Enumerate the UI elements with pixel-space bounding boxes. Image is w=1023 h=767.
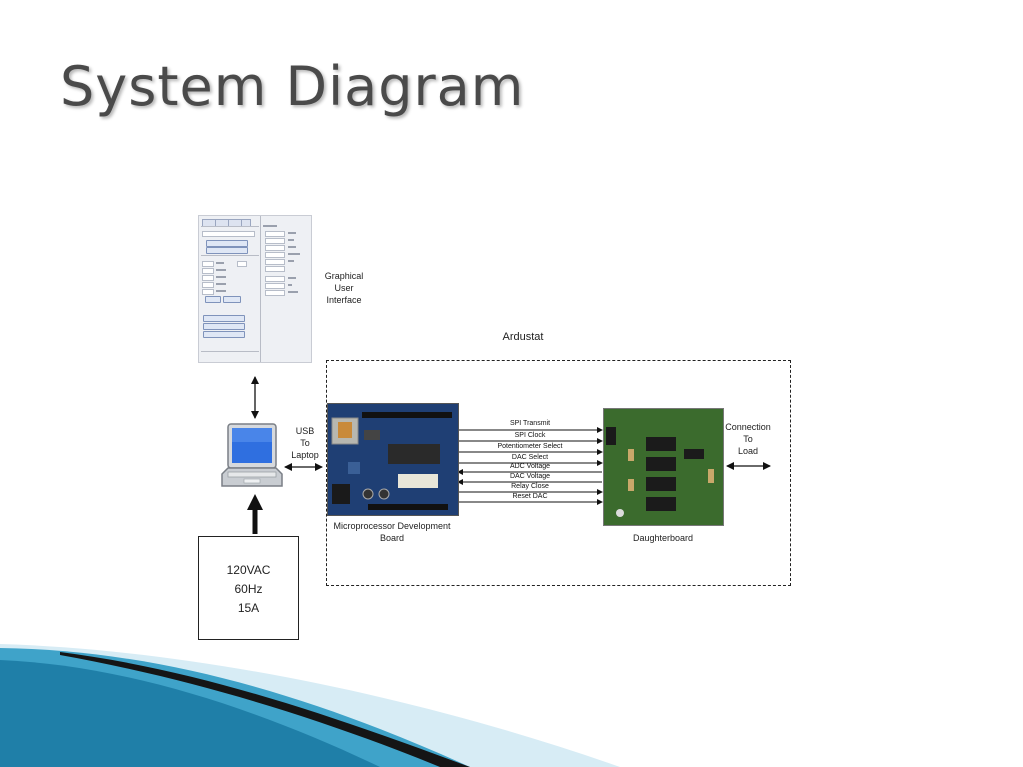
daughterboard-image <box>603 408 724 526</box>
power-voltage: 120VAC <box>226 563 271 577</box>
daughterboard-label: Daughterboard <box>632 533 694 543</box>
connection-label-line2: To <box>743 434 753 444</box>
power-supply-box: 120VAC 60Hz 15A <box>198 536 299 640</box>
gui-label-line1: Graphical <box>324 271 364 281</box>
signal-label-relay-close: Relay Close <box>511 483 549 490</box>
power-arrowhead <box>247 494 263 510</box>
gui-label-line3: Interface <box>326 295 362 305</box>
swoosh-dark <box>60 652 470 767</box>
arduino-board-image <box>327 403 459 516</box>
slide-title: System Diagram <box>60 55 525 118</box>
microprocessor-label-line2: Board <box>379 533 405 543</box>
swoosh-deep <box>0 660 380 767</box>
usb-label: USB To Laptop <box>288 425 322 461</box>
signal-label-spi-clock: SPI Clock <box>514 432 546 439</box>
signal-label-spi-transmit: SPI Transmit <box>509 420 551 427</box>
signal-label-potentiometer-select: Potentiometer Select <box>497 443 563 450</box>
gui-label-line2: User <box>334 283 354 293</box>
signal-label-reset-dac: Reset DAC <box>512 493 548 500</box>
signal-label-adc-voltage: ADC Voltage <box>509 463 551 470</box>
connection-label-line3: Load <box>737 446 759 456</box>
power-spec: 120VAC 60Hz 15A <box>199 561 298 618</box>
power-frequency: 60Hz <box>234 582 263 596</box>
laptop-icon <box>221 423 283 487</box>
usb-label-line1: USB <box>295 426 315 436</box>
usb-label-line2: To <box>300 438 310 448</box>
ardustat-boundary <box>326 360 791 586</box>
signal-label-dac-select: DAC Select <box>511 454 549 461</box>
usb-label-line3: Laptop <box>291 450 319 460</box>
microprocessor-label: Microprocessor Development Board <box>322 520 462 544</box>
microprocessor-label-line1: Microprocessor Development <box>333 521 451 531</box>
signal-label-dac-voltage: DAC Voltage <box>509 473 551 480</box>
ardustat-label: Ardustat <box>502 331 544 343</box>
gui-screenshot <box>198 215 312 363</box>
connection-label-line1: Connection <box>725 422 771 432</box>
power-current: 15A <box>237 601 260 615</box>
gui-label: Graphical User Interface <box>316 270 372 306</box>
connection-label: Connection To Load <box>722 421 774 457</box>
signal-lines <box>457 427 603 505</box>
